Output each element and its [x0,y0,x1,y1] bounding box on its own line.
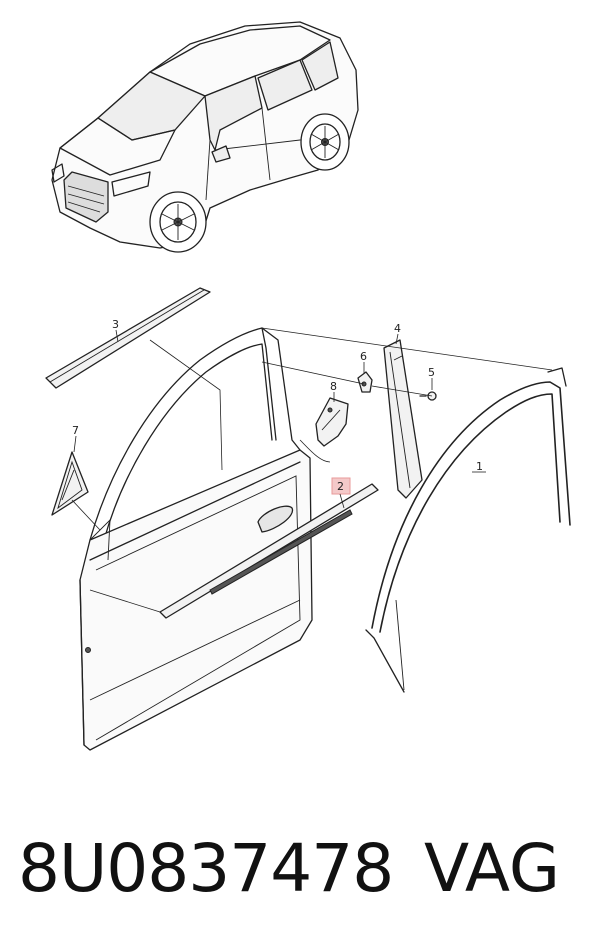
callout-8: 8 [330,380,337,402]
part-3-strip [45,287,211,389]
door-shell [79,327,313,751]
part-7-triangle-trim [51,451,89,516]
svg-text:4: 4 [394,322,401,335]
callout-3: 3 [112,318,119,343]
part-1-door-seal [365,367,571,693]
callout-2: 2 [331,477,351,509]
part-5-screw [419,391,437,401]
part-number: 8U0837478 [18,830,394,907]
assembly-lines [71,327,553,613]
callout-7: 7 [72,424,79,453]
svg-text:5: 5 [428,366,435,379]
footer: 8U0837478 VAG [0,820,600,930]
wheel-rear [300,113,350,171]
wheel-front [149,191,207,253]
svg-text:7: 7 [72,424,79,437]
part-2-belt-moulding [159,483,379,619]
callout-5: 5 [428,366,435,390]
parts-diagram: 1 2 3 4 5 6 7 8 [45,21,571,751]
callout-6: 6 [360,350,367,374]
svg-text:6: 6 [360,350,367,363]
svg-text:3: 3 [112,318,119,331]
callout-4: 4 [394,322,401,345]
part-4-pillar-trim [383,339,423,499]
brand-label: VAG [424,830,561,907]
svg-text:2: 2 [337,480,344,493]
car-illustration [51,21,359,253]
callout-1: 1 [472,460,486,473]
part-8-bracket [315,397,349,447]
svg-text:8: 8 [330,380,337,393]
part-6-clip [357,371,373,393]
svg-text:1: 1 [476,460,483,473]
